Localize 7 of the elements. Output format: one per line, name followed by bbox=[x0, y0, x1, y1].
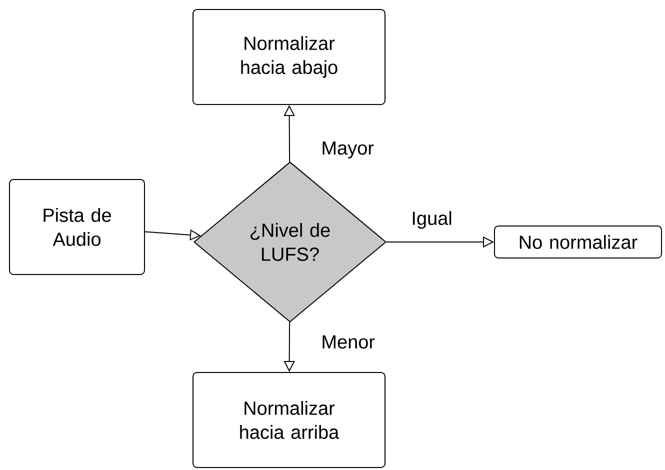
process-box: Pista de Audio bbox=[9, 178, 145, 275]
process-box: Normalizar hacia arriba bbox=[192, 372, 386, 468]
edge-label: Igual bbox=[410, 210, 454, 230]
process-box: No normalizar bbox=[494, 225, 662, 258]
edge-label: Mayor bbox=[320, 140, 375, 160]
edge-label: Menor bbox=[320, 334, 376, 350]
process-box: Normalizar hacia abajo bbox=[192, 9, 386, 105]
